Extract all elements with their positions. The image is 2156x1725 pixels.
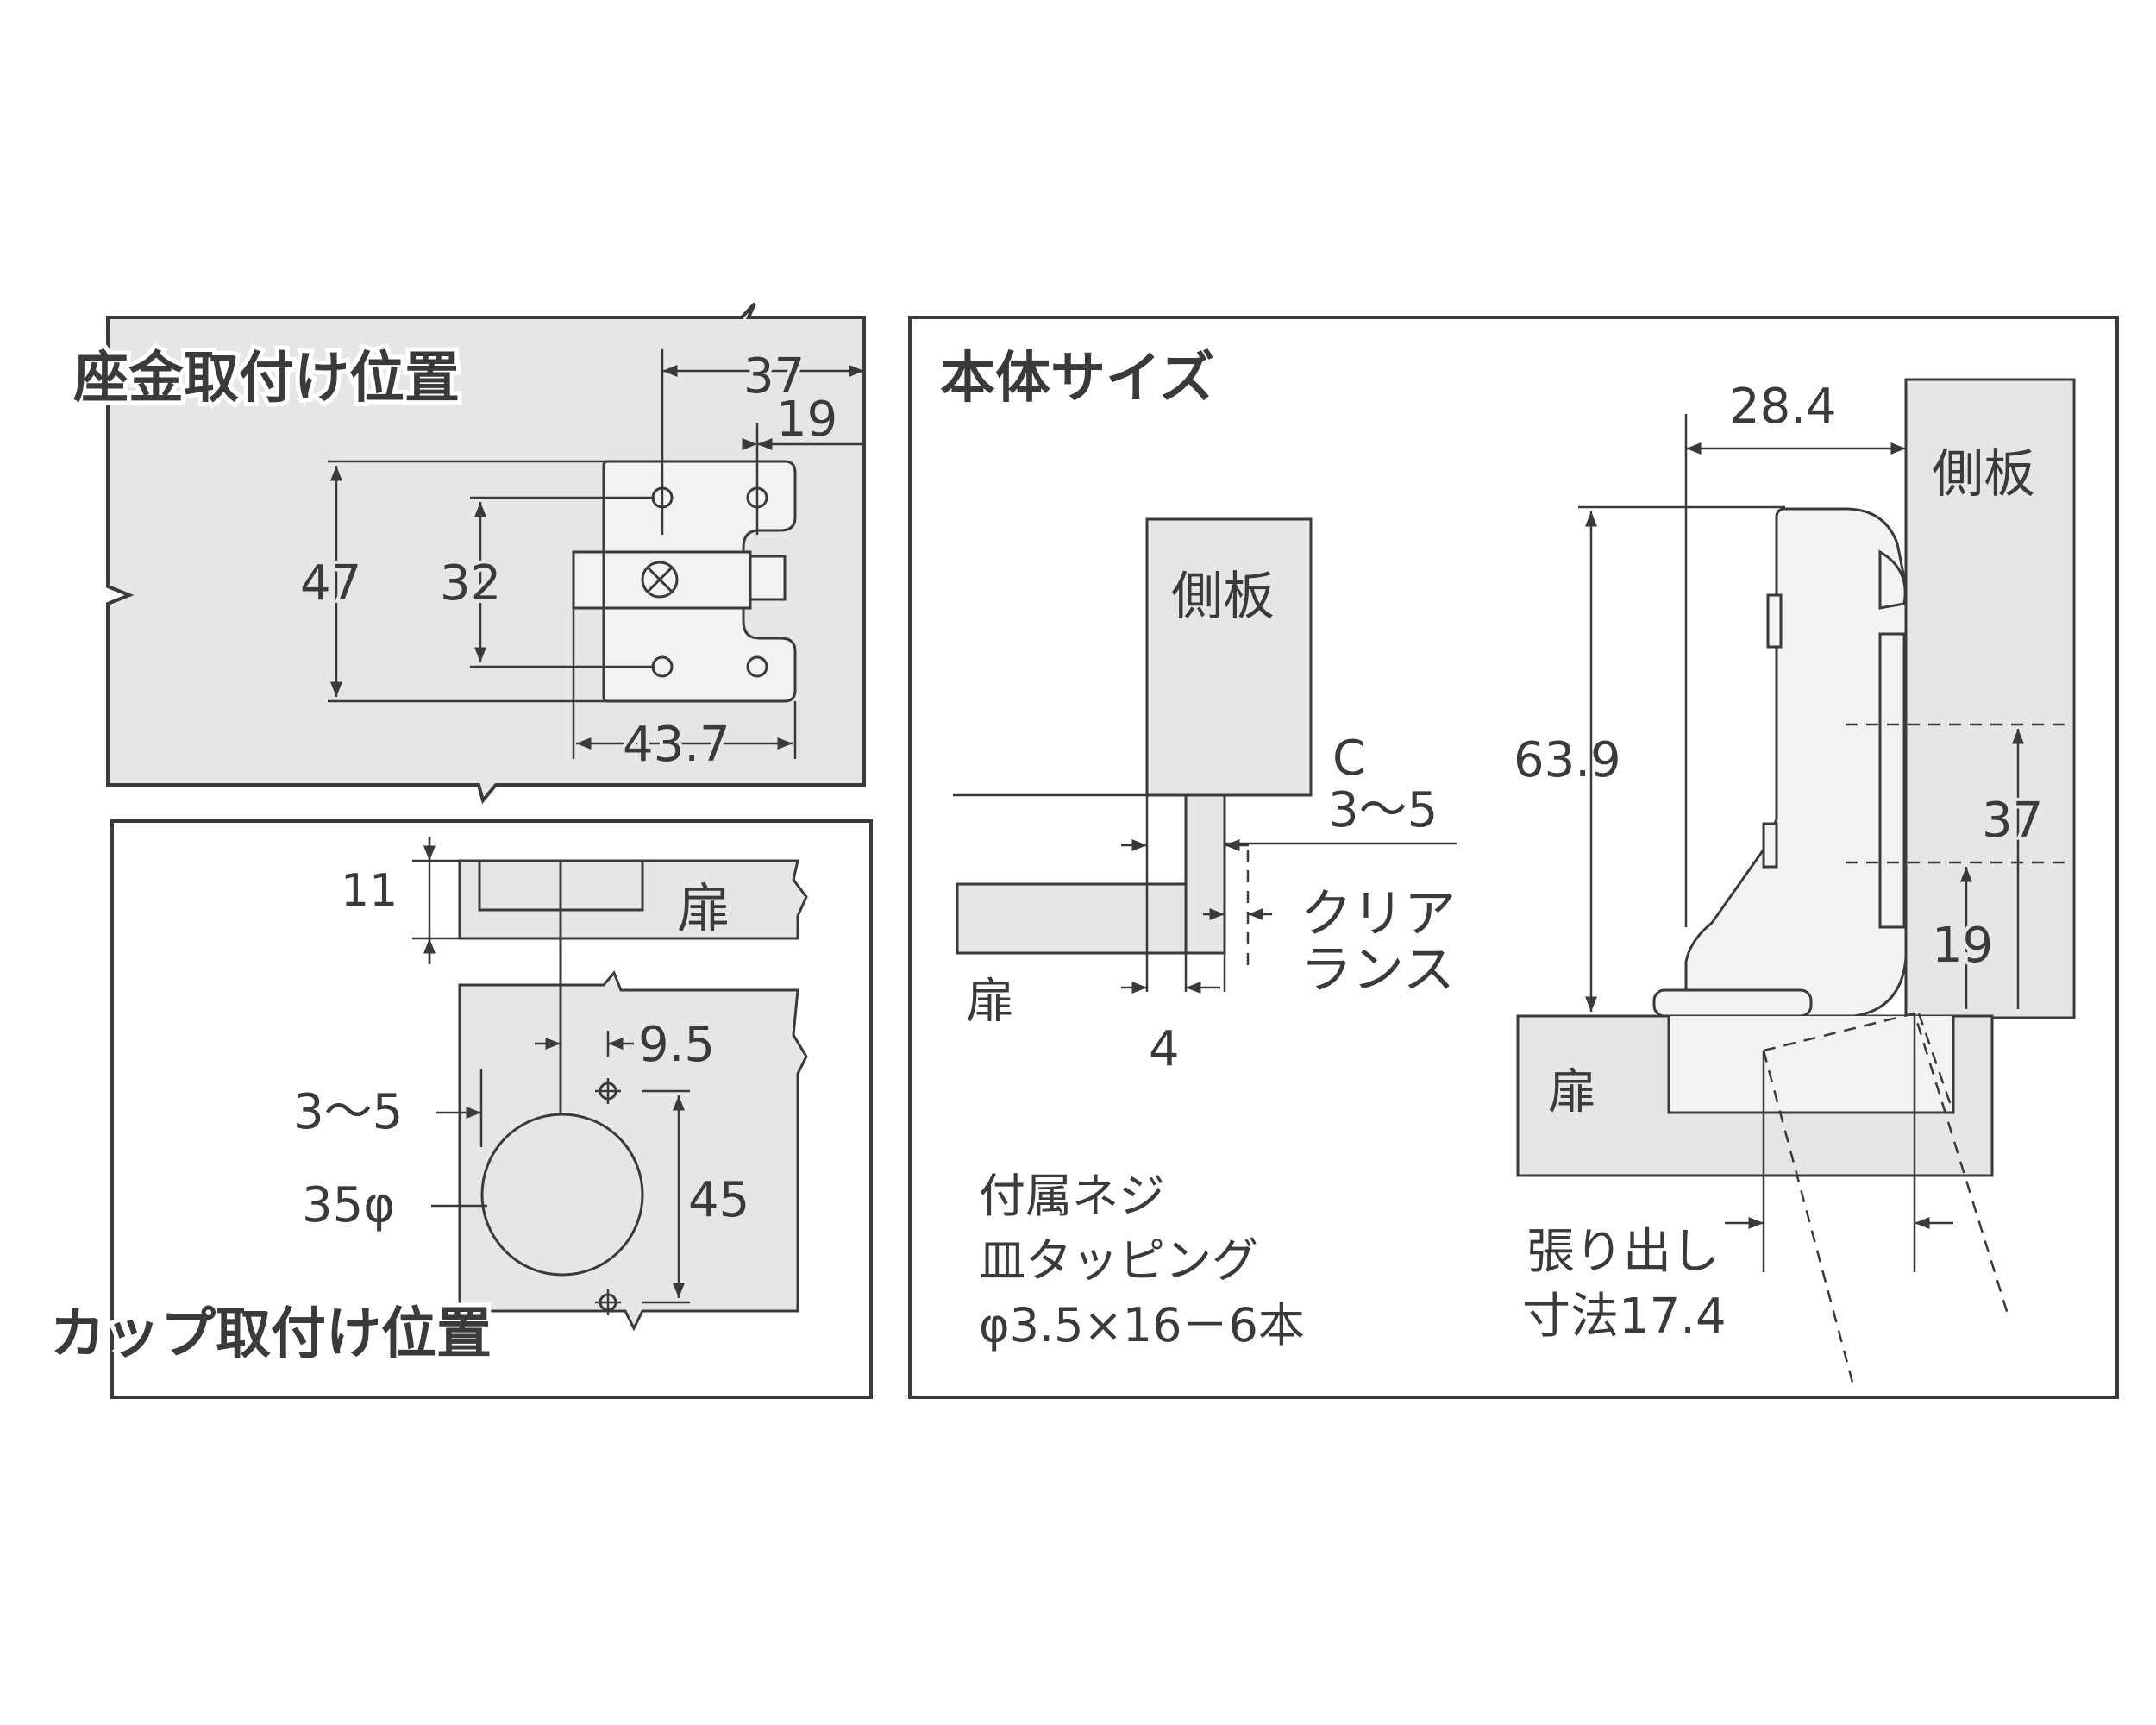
dim-19-label: 19 [776,392,837,448]
screw-note-2: 皿タッピング [979,1233,1258,1288]
side-panel-label-right: 側板 [1932,444,2035,505]
mounting-plate [572,460,797,703]
cup-hole [480,1113,644,1276]
clearance-label-2: ランス [1300,940,1455,1000]
body-size-title: 本体サイズ [940,347,1214,411]
dim-47-label: 47 [300,555,361,612]
panel-cup-position: 扉 11 9.5 3～5 35φ 45 カップ取付け位置 [46,819,873,1399]
dim-9-5-label: 9.5 [638,1017,715,1073]
plate-tab-left [572,550,605,610]
panel-body-size: 本体サイズ 側板 C 3～5 クリア ランス 扉 4 付属ネジ [908,316,2119,1399]
hinge-body-detail: 側板 扉 28.4 63.9 37 19 [1514,378,2076,1389]
door-label-top: 扉 [677,877,730,940]
cup-position-title: カップ取付け位置 [50,1302,492,1366]
dim-3-5-label: 3～5 [293,1084,403,1140]
c-value-label: 3～5 [1328,782,1438,838]
dim-28-4-label: 28.4 [1729,379,1837,435]
dim-4-label: 4 [1149,1021,1180,1077]
door-label-right: 扉 [1548,1064,1596,1120]
screw-note-1: 付属ネジ [979,1169,1165,1223]
panel-washer-position: 座金取付け位置 37 19 47 32 43.7 [69,302,866,805]
plate-tab-right [749,555,787,601]
c-label: C [1332,731,1366,787]
clearance-detail: 側板 C 3～5 クリア ランス 扉 4 [953,518,1457,1077]
dim-11-label: 11 [341,865,398,917]
dim-32-label: 32 [440,555,501,612]
overhang-label-1: 張り出し [1526,1224,1720,1280]
dim-37-label: 37 [1982,793,2043,849]
dim-63-9-label: 63.9 [1514,732,1621,788]
overhang-label-2: 寸法17.4 [1522,1289,1727,1345]
dim-45-label: 45 [688,1172,749,1228]
screw-note-3: φ3.5×16－6本 [979,1298,1305,1352]
dim-43-7-label: 43.7 [623,717,730,773]
dim-19-label: 19 [1932,918,1993,974]
washer-position-title: 座金取付け位置 [73,347,460,411]
side-panel-label-left: 側板 [1171,567,1275,627]
door-label-left: 扉 [966,974,1014,1030]
clearance-label-1: クリア [1300,884,1456,944]
dim-35phi-label: 35φ [302,1177,395,1233]
cross-screw-icon [641,561,679,599]
dim-37-label: 37 [743,348,805,405]
screw-hole-icon [746,656,768,678]
